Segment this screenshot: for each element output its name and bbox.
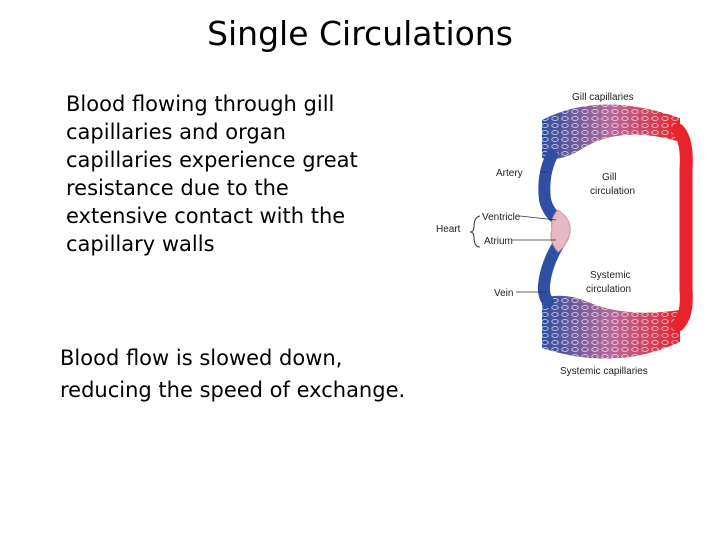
text-line: extensive contact with the [66,204,346,228]
text-line: capillaries experience great [66,148,358,172]
vein-vessel [537,239,564,308]
label-gill-capillaries: Gill capillaries [572,92,634,103]
oxygenated-vessel [671,123,693,332]
label-vein: Vein [494,288,513,299]
label-atrium: Atrium [484,236,513,247]
text-line: Blood flow is slowed down, [60,346,343,370]
text-line: resistance due to the [66,176,289,200]
text-line: reducing the speed of exchange. [60,378,406,402]
text-line: capillaries and organ [66,120,286,144]
heart-shape [550,209,571,253]
label-systemic-circulation-1: Systemic [590,270,631,281]
artery-vessel [538,149,564,226]
slide-title: Single Circulations [207,14,513,53]
text-line: Blood flowing through gill [66,92,335,116]
label-systemic-circulation-2: circulation [586,284,631,295]
circulation-diagram: Gill capillaries Artery Gill circulation… [436,92,693,377]
label-gill-circulation-1: Gill [602,172,616,183]
paragraph-resistance: Blood flowing through gill capillaries a… [66,90,396,258]
label-gill-circulation-2: circulation [590,186,635,197]
text-line: capillary walls [66,232,215,256]
label-artery: Artery [496,168,523,179]
label-ventricle: Ventricle [482,212,521,223]
paragraph-slowed: Blood flow is slowed down, reducing the … [60,342,440,406]
label-heart: Heart [436,224,461,235]
label-systemic-capillaries: Systemic capillaries [560,366,648,377]
